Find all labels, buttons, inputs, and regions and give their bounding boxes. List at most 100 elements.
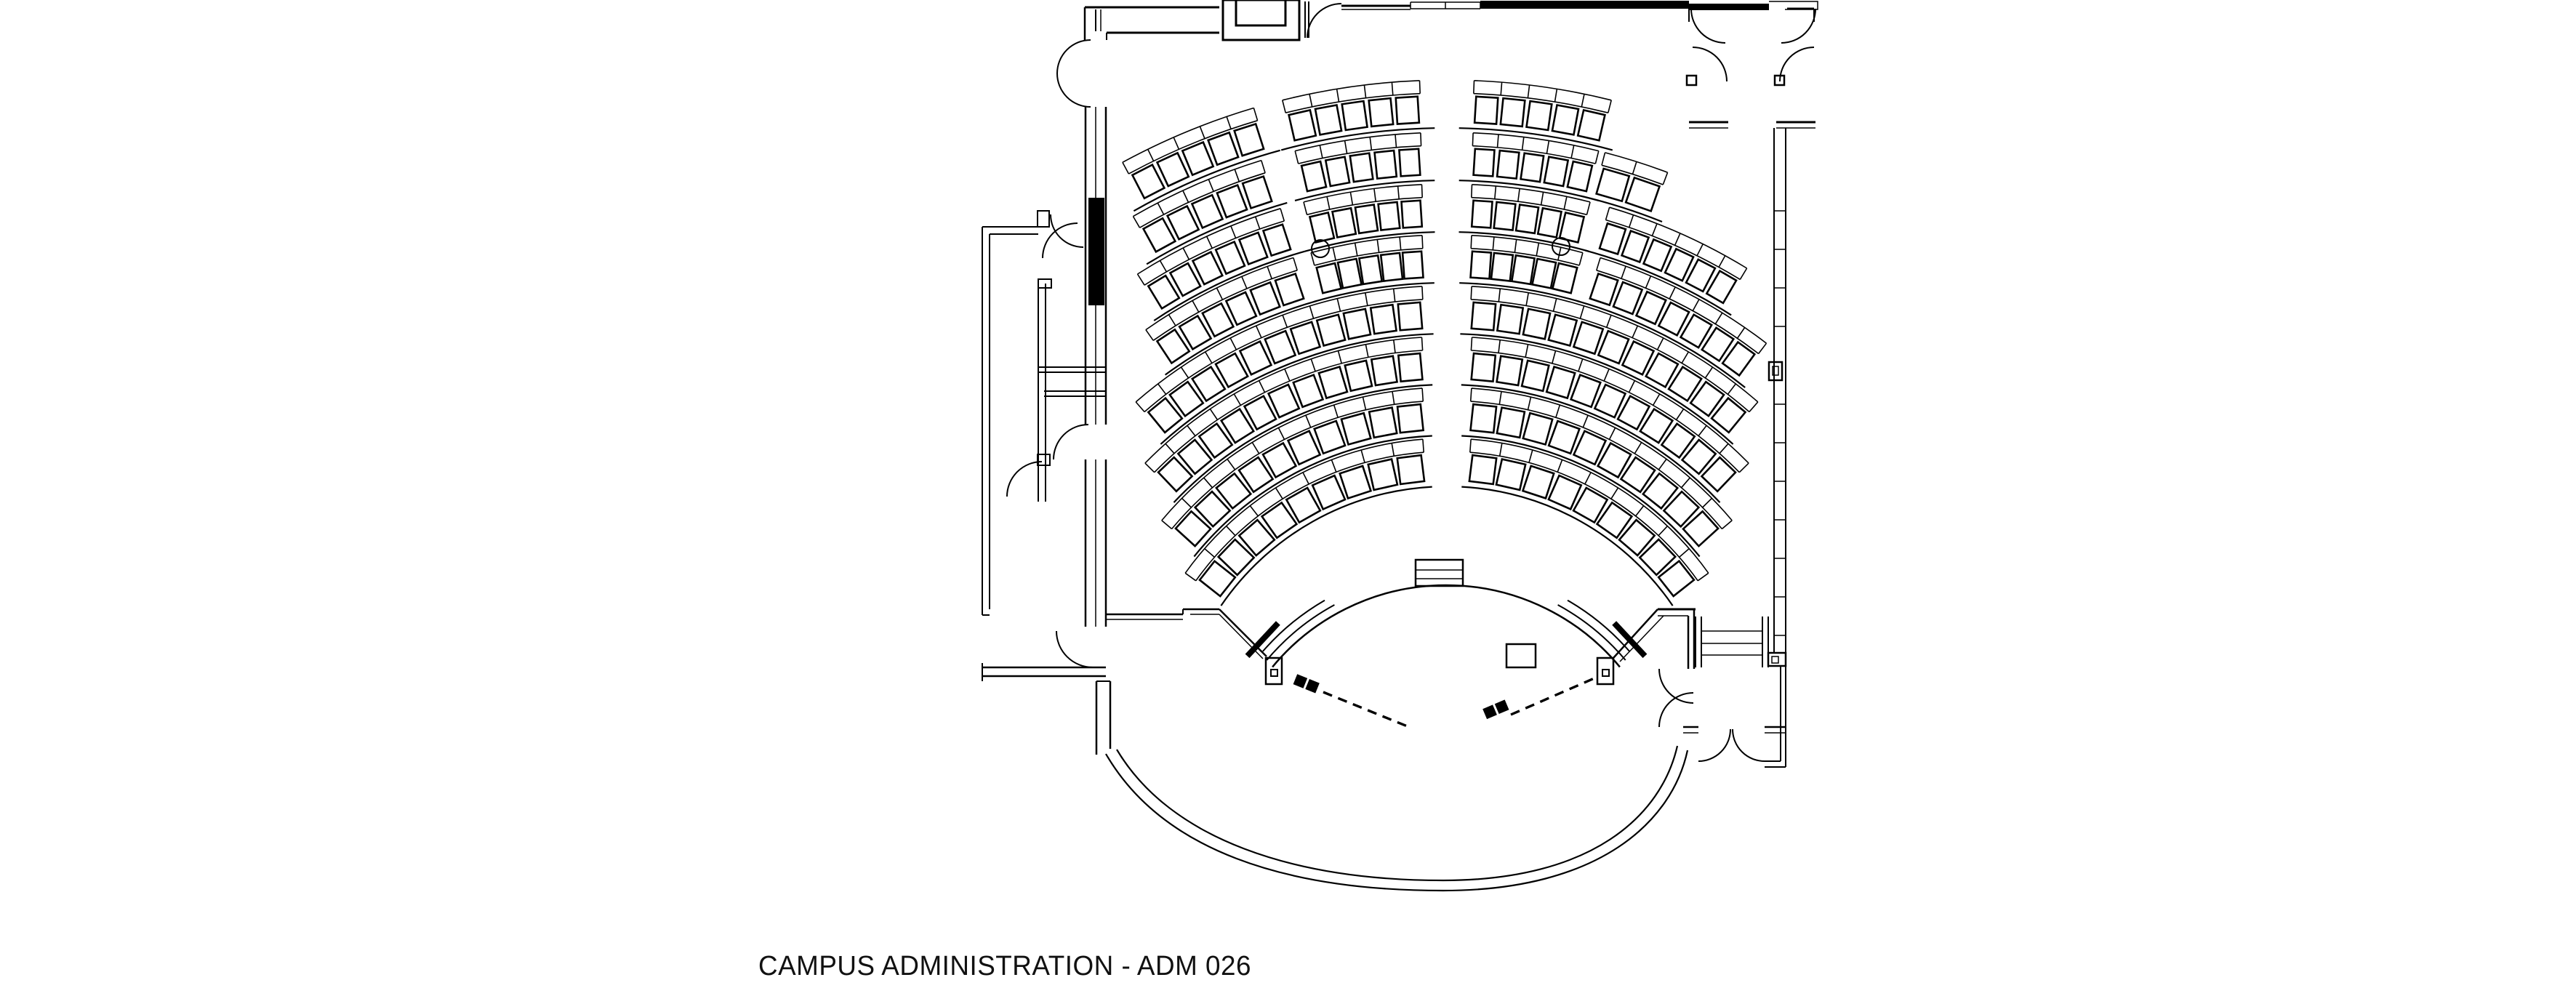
seat <box>1522 308 1552 340</box>
tablet-divider <box>1608 427 1616 440</box>
tablet-divider <box>1421 235 1424 249</box>
seat <box>1470 199 1493 229</box>
seat <box>1176 438 1213 475</box>
tablet-divider <box>1362 397 1367 410</box>
tablet-band <box>1144 337 1422 464</box>
seat <box>1569 373 1602 409</box>
seat <box>1315 262 1343 294</box>
seat <box>1496 303 1525 335</box>
seat-outline <box>1341 100 1369 132</box>
tablet-divider <box>1168 314 1176 326</box>
seat-outline <box>1331 206 1357 239</box>
tablet-divider <box>1470 337 1473 351</box>
door-stop <box>1685 74 1698 87</box>
tablet-divider <box>1294 150 1299 164</box>
seat <box>1545 365 1576 400</box>
tablet-band <box>1473 132 1599 152</box>
seat <box>1191 365 1227 403</box>
seat <box>1311 474 1347 511</box>
seat-outline <box>1317 365 1349 400</box>
seat-row-4 <box>1145 235 1768 388</box>
seat <box>1616 395 1651 431</box>
tablet-band <box>1128 120 1258 174</box>
seat <box>1191 250 1224 286</box>
ramp-rail <box>1262 599 1325 652</box>
seat <box>1237 456 1275 494</box>
tablet-divider <box>1738 462 1749 473</box>
seat-outline <box>1237 231 1269 266</box>
seat-outline <box>1525 100 1553 132</box>
row7-section1 <box>1161 387 1432 558</box>
tablet-divider <box>1492 236 1495 250</box>
seat <box>1292 373 1325 409</box>
riser-arc <box>1193 435 1432 558</box>
seat-outline <box>1472 148 1496 177</box>
seat <box>1243 394 1277 431</box>
seat-outline <box>1547 313 1578 348</box>
tablet-band <box>1154 350 1423 473</box>
seat <box>1721 340 1757 377</box>
seat <box>1618 518 1656 557</box>
seat-outline <box>1660 422 1696 459</box>
seat <box>1710 396 1747 434</box>
pilaster <box>1037 454 1051 466</box>
tablet-divider <box>1757 342 1768 354</box>
top-wall-poche <box>1480 1 1689 9</box>
tablet-divider <box>1282 100 1286 113</box>
seat <box>1520 359 1550 393</box>
seat <box>1274 272 1305 307</box>
tablet-divider <box>1145 329 1154 341</box>
seat-outline <box>1286 430 1322 466</box>
seat-outline <box>1313 419 1347 455</box>
seat-outline <box>1207 131 1240 166</box>
seat-outline <box>1612 281 1644 316</box>
seat-outline <box>1214 240 1246 276</box>
seat-outline <box>1181 140 1215 177</box>
seat <box>1285 486 1322 524</box>
riser-arc <box>1585 249 1732 316</box>
row3-section1 <box>1136 208 1306 321</box>
seat <box>1468 454 1498 486</box>
seat-outline <box>1216 538 1256 577</box>
seat-outline <box>1354 203 1379 235</box>
wall-line <box>1105 750 1689 892</box>
tablet-divider <box>1319 145 1323 158</box>
seat-outline <box>1642 472 1680 510</box>
tablet-divider <box>1527 84 1530 98</box>
seat <box>1215 472 1253 510</box>
seat <box>1313 419 1347 455</box>
tablet-divider <box>1181 497 1192 508</box>
tablet-divider <box>1739 268 1748 280</box>
seat <box>1147 396 1184 434</box>
seat-outline <box>1596 441 1632 479</box>
tablet-divider <box>1651 223 1658 236</box>
seat-outline <box>1624 176 1661 213</box>
tablet-divider <box>1277 427 1285 440</box>
tag-mark <box>1482 704 1497 720</box>
wall-line <box>1690 8 1726 44</box>
seat-outline <box>1238 340 1273 376</box>
wall-line <box>1056 630 1094 668</box>
seat <box>1197 422 1234 459</box>
row7-section2 <box>1461 387 1733 558</box>
tablet-band <box>1310 235 1423 254</box>
tablet-divider <box>1714 312 1723 325</box>
seat <box>1595 167 1631 203</box>
tablet-divider <box>1258 380 1266 393</box>
seat-outline <box>1174 510 1212 547</box>
tablet-band <box>1600 257 1767 344</box>
tablet-band <box>1135 286 1422 403</box>
top-wall-poche <box>1689 4 1769 10</box>
tablet-divider <box>1205 351 1213 364</box>
seat <box>1373 149 1398 180</box>
handrail-bar-fill <box>1612 621 1648 659</box>
seat <box>1219 407 1255 444</box>
seat <box>1396 454 1426 486</box>
tablet-divider <box>1309 305 1315 319</box>
seat <box>1642 472 1680 510</box>
tablet-divider <box>1721 520 1733 530</box>
tablet-divider <box>1199 126 1205 139</box>
row5-section1 <box>1135 286 1434 445</box>
seat <box>1472 148 1496 177</box>
column-marker <box>1767 651 1787 667</box>
